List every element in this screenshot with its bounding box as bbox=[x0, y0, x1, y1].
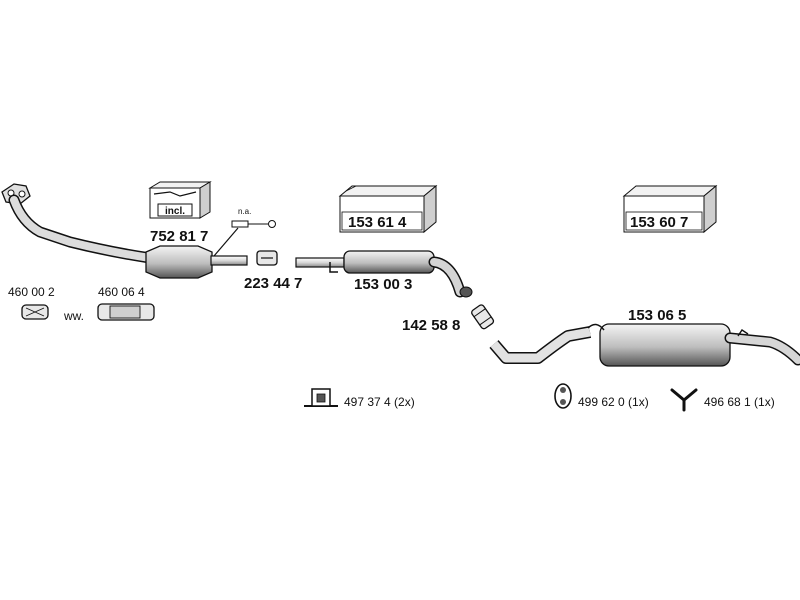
box-2 bbox=[622, 184, 718, 234]
box-1 bbox=[338, 184, 438, 234]
box-1-side bbox=[423, 184, 437, 234]
box-2-side bbox=[703, 184, 717, 234]
hanger-label: 497 37 4 (2x) bbox=[344, 395, 415, 409]
connector-part bbox=[471, 304, 495, 330]
gasket-2-label: 460 06 4 bbox=[98, 285, 145, 299]
connector-rib bbox=[473, 308, 486, 318]
incl-tag bbox=[157, 203, 193, 217]
front-silencer-label: 153 00 3 bbox=[354, 276, 412, 293]
clamp-label: 223 44 7 bbox=[244, 275, 302, 292]
box-1-label-panel bbox=[341, 211, 423, 231]
connector-body bbox=[471, 304, 495, 330]
rear-silencer-hanger-pin bbox=[587, 323, 605, 331]
clamp-part bbox=[256, 250, 278, 266]
lambda-sensor-plug bbox=[268, 220, 276, 228]
front-silencer-hook bbox=[329, 262, 338, 273]
rubber-mount-hole bbox=[560, 387, 566, 393]
box-2-label: 153 60 7 bbox=[630, 214, 688, 231]
box-2-top bbox=[622, 185, 718, 197]
bracket-icon bbox=[670, 388, 698, 412]
down-pipe-fill bbox=[10, 196, 154, 262]
box-1-label: 153 61 4 bbox=[348, 214, 407, 231]
connector-label: 142 58 8 bbox=[402, 317, 460, 334]
rear-silencer-inlet-fill bbox=[490, 327, 591, 363]
bracket-shape bbox=[670, 388, 698, 412]
catalyst-outlet bbox=[210, 255, 248, 266]
gasket-460-00-2 bbox=[21, 304, 49, 320]
gasket-460-06-4 bbox=[97, 303, 155, 321]
rubber-mount-label: 499 62 0 (1x) bbox=[578, 395, 649, 409]
catalyst-body bbox=[145, 245, 213, 279]
rubber-mount-hole bbox=[560, 399, 566, 405]
hanger-icon bbox=[304, 388, 338, 407]
rear-silencer-hook bbox=[737, 329, 749, 337]
rubber-mount-body bbox=[554, 383, 572, 409]
main-part-label: 752 81 7 bbox=[150, 228, 208, 245]
hanger-slot bbox=[316, 393, 326, 403]
gasket-2-mesh bbox=[109, 305, 141, 319]
front-pipe-catalyst bbox=[1, 183, 248, 279]
front-silencer-inlet bbox=[295, 257, 345, 268]
gasket-1-label: 460 00 2 bbox=[8, 285, 55, 299]
bracket-label: 496 68 1 (1x) bbox=[704, 395, 775, 409]
lambda-sensor-body bbox=[231, 220, 249, 228]
front-silencer-body bbox=[343, 250, 435, 274]
front-silencer bbox=[295, 250, 473, 298]
rear-silencer bbox=[489, 323, 800, 367]
incl-label: incl. bbox=[165, 206, 185, 217]
kit-parts-icon bbox=[153, 191, 197, 197]
box-1-flap bbox=[345, 185, 357, 192]
kit-box-side bbox=[199, 181, 211, 219]
flange-hole bbox=[18, 190, 26, 198]
front-silencer-outlet-fill bbox=[430, 258, 464, 296]
box-2-label-panel bbox=[625, 211, 703, 231]
gasket-1-mesh bbox=[25, 307, 45, 317]
front-silencer-tail bbox=[459, 286, 473, 298]
na-label: n.a. bbox=[238, 207, 251, 216]
box-1-top bbox=[338, 185, 438, 197]
mounting-kit-box bbox=[148, 181, 212, 219]
sensor-lead bbox=[213, 227, 239, 257]
connector-rib bbox=[479, 316, 492, 326]
ww-label: ww. bbox=[63, 309, 84, 323]
rear-silencer-body bbox=[599, 323, 731, 367]
rear-silencer-label: 153 06 5 bbox=[628, 307, 686, 324]
rubber-mount-icon bbox=[554, 383, 572, 409]
lambda-sensor bbox=[231, 220, 276, 228]
rear-silencer-tailpipe-fill bbox=[726, 334, 800, 364]
